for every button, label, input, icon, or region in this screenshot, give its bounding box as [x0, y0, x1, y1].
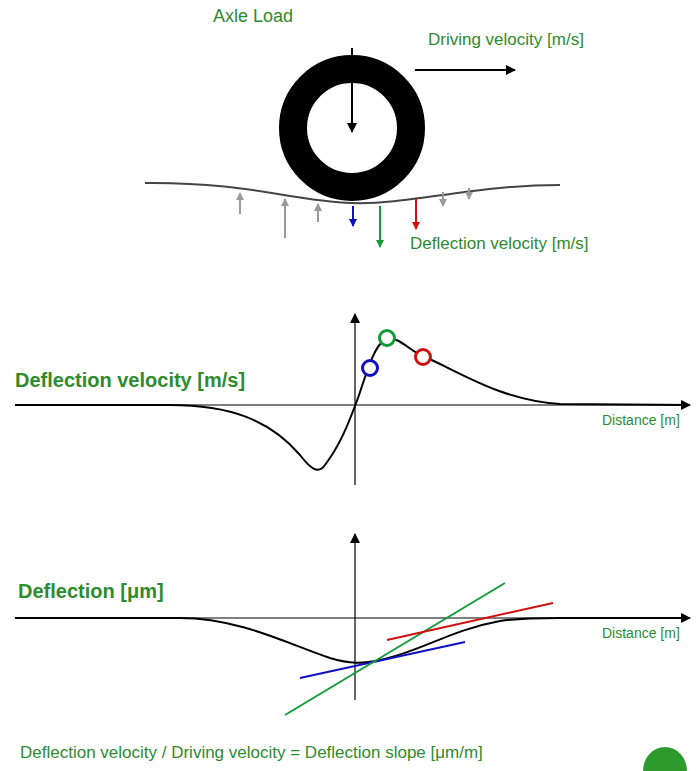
axis-title: Deflection [μm]: [18, 580, 164, 603]
axis-title: Deflection velocity [m/s]: [15, 369, 245, 392]
axis-label: Distance [m]: [602, 412, 680, 428]
load-label: Axle Load: [213, 6, 293, 27]
velocity-label: Driving velocity [m/s]: [428, 30, 584, 50]
deflection-velocity-label: Deflection velocity [m/s]: [410, 234, 589, 254]
axis-label: Distance [m]: [602, 625, 680, 641]
formula-caption: Deflection velocity / Driving velocity =…: [20, 743, 483, 763]
